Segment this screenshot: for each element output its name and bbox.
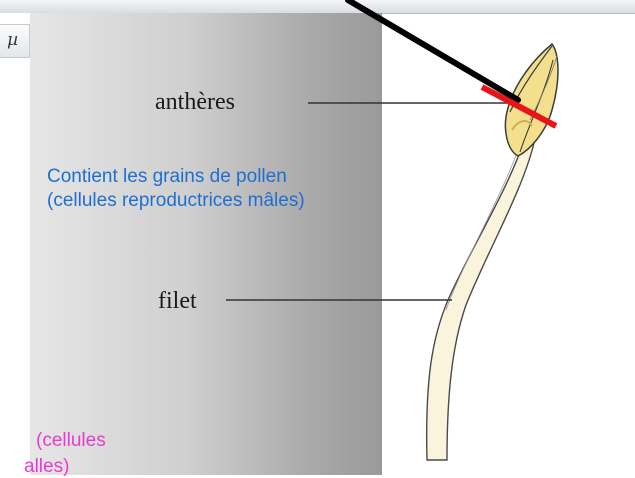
anthers-annotation: Contient les grains de pollen (cellules … xyxy=(47,165,337,213)
pointer-line xyxy=(348,0,518,100)
filament-shape xyxy=(427,138,534,460)
bottom-annotation-line1: (cellules xyxy=(36,430,236,452)
filament-label: filet xyxy=(158,288,197,315)
anthers-label: anthères xyxy=(155,89,235,116)
